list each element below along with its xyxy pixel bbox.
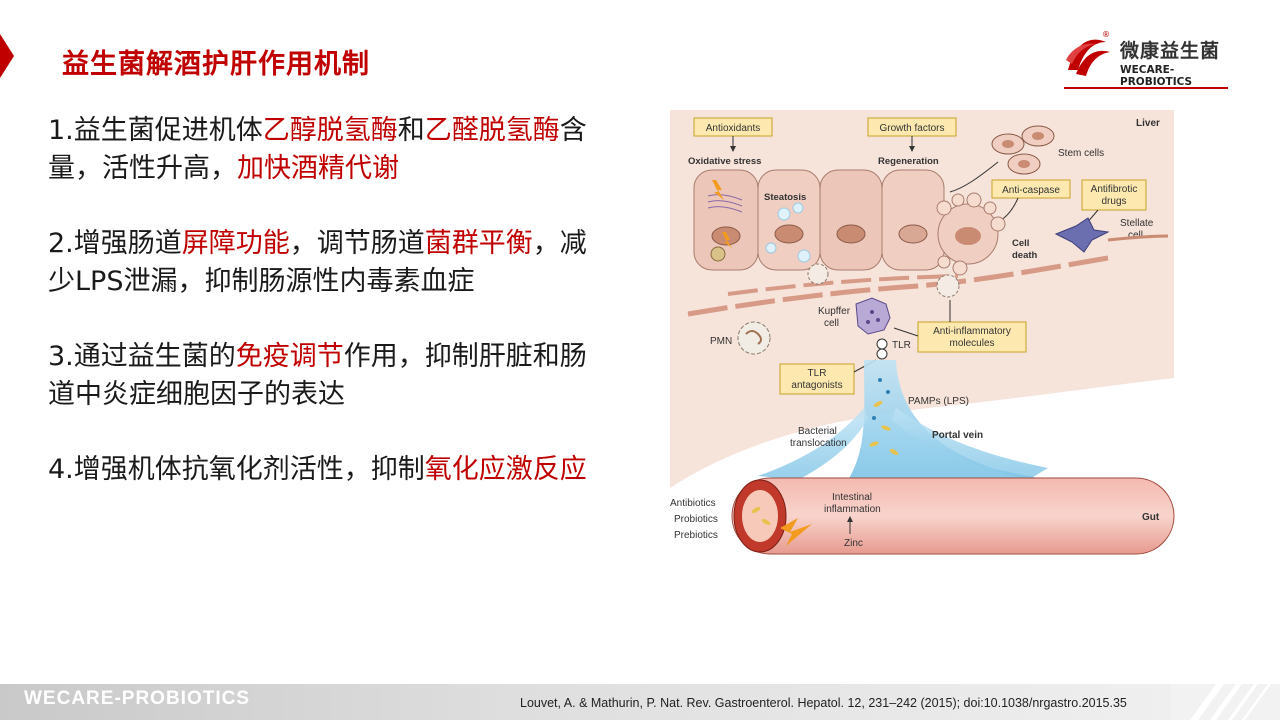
slide-title: 益生菌解酒护肝作用机制 <box>62 49 370 80</box>
label-stellate-2: cell <box>1128 230 1143 241</box>
label-tlr-antagonists-1: TLR <box>808 368 827 379</box>
stem-cells <box>991 125 1055 175</box>
pmn-cell <box>737 321 771 355</box>
label-antibiotics: Antibiotics <box>670 498 716 509</box>
point-4: 4.增强机体抗氧化剂活性，抑制氧化应激反应 <box>48 454 587 485</box>
stellate-cell-shape <box>1054 217 1110 253</box>
oxidative-bolt-small-icon <box>722 232 732 248</box>
label-antifibrotic-2: drugs <box>1101 196 1126 207</box>
mechanism-points: 1.益生菌促进机体乙醇脱氢酶和乙醛脱氢酶含量，活性升高，加快酒精代谢 2.增强肠… <box>48 112 608 526</box>
inflammation-bolt-icon <box>780 518 812 546</box>
logo-name-cn: 微康益生菌 <box>1120 40 1221 62</box>
label-stellate-1: Stellate <box>1120 218 1154 229</box>
label-regeneration: Regeneration <box>878 156 939 167</box>
liver-gut-axis-figure: Liver Steatosis Antioxidants Oxidative s… <box>668 108 1178 560</box>
label-cell-death-2: death <box>1012 250 1038 261</box>
label-anti-inflammatory-1: Anti-inflammatory <box>933 326 1011 337</box>
logo-mark-icon <box>1066 39 1110 76</box>
label-portal-vein: Portal vein <box>932 430 983 441</box>
label-tlr-antagonists-2: antagonists <box>791 380 842 391</box>
label-cell-death-1: Cell <box>1012 238 1029 249</box>
label-box-tlr-antagonists <box>779 363 855 395</box>
oxidative-bolt-icon <box>712 180 724 200</box>
label-bacterial-2: translocation <box>790 438 847 449</box>
label-stem-cells: Stem cells <box>1058 148 1104 159</box>
label-box-antifibrotic <box>1081 179 1147 211</box>
point-3: 3.通过益生菌的免疫调节作用，抑制肝脏和肠道中炎症细胞因子的表达 <box>48 341 587 410</box>
label-probiotics: Probiotics <box>674 514 718 525</box>
label-kupffer-1: Kupffer <box>818 306 851 317</box>
label-anti-inflammatory-2: molecules <box>949 338 994 349</box>
footer-stripes-decoration <box>1170 684 1280 720</box>
brand-logo: ® 微康益生菌 WECARE-PROBIOTICS <box>1062 30 1228 88</box>
point-2: 2.增强肠道屏障功能，调节肠道菌群平衡，减少LPS泄漏，抑制肠源性内毒素血症 <box>48 228 587 297</box>
sinusoid-endothelium <box>687 255 1109 317</box>
logo-name-en: WECARE-PROBIOTICS <box>1120 64 1193 88</box>
apoptotic-cell <box>936 192 1006 276</box>
label-intestinal-1: Intestinal <box>832 492 872 503</box>
label-antifibrotic-1: Antifibrotic <box>1091 184 1138 195</box>
header-divider <box>1064 87 1228 89</box>
label-tlr: TLR <box>892 340 911 351</box>
label-oxidative-stress: Oxidative stress <box>688 156 761 167</box>
tlr-receptor-icon <box>876 338 888 350</box>
label-bacterial-1: Bacterial <box>798 426 837 437</box>
label-liver: Liver <box>1136 118 1160 129</box>
label-growth-factors: Growth factors <box>879 123 944 134</box>
kupffer-cell-shape <box>855 297 891 335</box>
citation: Louvet, A. & Mathurin, P. Nat. Rev. Gast… <box>520 696 1127 710</box>
label-steatosis: Steatosis <box>764 192 806 203</box>
left-accent-marker <box>0 34 14 78</box>
label-box-anti-inflammatory <box>917 321 1027 353</box>
label-pamps: PAMPs (LPS) <box>908 396 969 407</box>
hepatocyte-row <box>693 169 945 271</box>
label-pmn: PMN <box>710 336 732 347</box>
label-gut: Gut <box>1142 512 1160 523</box>
logo-registered-mark: ® <box>1102 30 1110 39</box>
label-antioxidants: Antioxidants <box>706 123 760 134</box>
label-box-anti-caspase <box>991 179 1071 199</box>
label-kupffer-2: cell <box>824 318 839 329</box>
label-prebiotics: Prebiotics <box>674 530 718 541</box>
label-zinc: Zinc <box>844 538 863 549</box>
portal-vein <box>848 360 1048 480</box>
gut-tube <box>731 477 1175 555</box>
bacteria-particles <box>869 378 899 456</box>
footer-brand: WECARE-PROBIOTICS <box>24 688 250 709</box>
label-intestinal-2: inflammation <box>824 504 881 515</box>
footer-band <box>0 684 1280 720</box>
label-anti-caspase: Anti-caspase <box>1002 185 1060 196</box>
point-1: 1.益生菌促进机体乙醇脱氢酶和乙醛脱氢酶含量，活性升高，加快酒精代谢 <box>48 115 587 184</box>
